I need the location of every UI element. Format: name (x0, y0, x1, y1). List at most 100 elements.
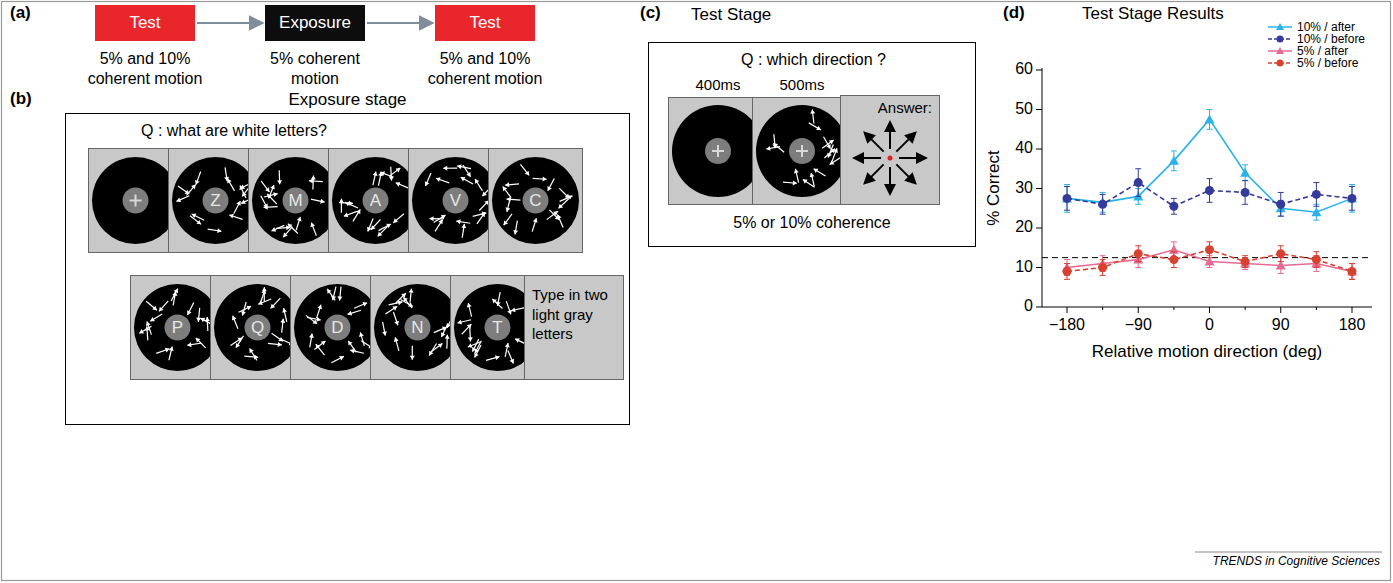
motion-dot-head (525, 171, 529, 176)
motion-dot-head (430, 216, 434, 221)
motion-dot-head (217, 228, 221, 233)
motion-dot-head (475, 179, 479, 184)
motion-dot-head (457, 164, 461, 169)
motion-dot-head (505, 182, 509, 187)
y-tick-label: 30 (1015, 179, 1033, 197)
series-line (1067, 119, 1352, 212)
motion-dot-head (265, 187, 269, 192)
motion-dot-head (814, 169, 819, 173)
aperture (214, 284, 301, 371)
motion-dot-head (826, 144, 830, 149)
data-marker (1063, 194, 1072, 203)
motion-dot-head (241, 311, 246, 316)
stage-step: Test5% and 10% coherent motion (415, 5, 555, 89)
motion-dot-head (403, 297, 407, 302)
motion-dot-arrow (316, 344, 325, 355)
y-tick (1036, 149, 1042, 150)
motion-dot-head (229, 214, 234, 219)
motion-dot-head (192, 214, 197, 218)
answer-arrow (871, 139, 884, 152)
motion-dot-head (503, 187, 507, 192)
aperture (412, 157, 499, 244)
answer-arrow-head (884, 184, 896, 196)
answer-arrow (889, 167, 891, 185)
motion-dot-head (425, 181, 430, 186)
motion-dot-arrow (385, 306, 397, 314)
motion-dot-head (348, 341, 352, 346)
motion-dot-arrow (558, 215, 564, 228)
data-marker (1311, 207, 1321, 216)
data-marker (1241, 188, 1250, 197)
motion-dot-head (150, 317, 155, 321)
aperture (672, 105, 764, 197)
motion-dot-head (282, 308, 287, 312)
motion-dot-arrow (814, 169, 826, 176)
motion-dot-head (145, 326, 150, 330)
motion-dot-head (254, 355, 258, 360)
motion-dot-arrow (233, 316, 238, 329)
frame-panel (841, 96, 940, 205)
motion-dot-head (409, 289, 414, 293)
motion-dot-head (396, 168, 401, 172)
data-marker (1134, 178, 1143, 187)
legend-sample (1266, 57, 1294, 69)
y-tick-label: 20 (1015, 218, 1033, 236)
motion-dot-head (362, 302, 367, 307)
motion-dot-head (394, 321, 399, 326)
answer-arrow (899, 157, 917, 159)
center-disc (165, 315, 191, 341)
motion-dot-head (345, 202, 350, 207)
motion-dot-head (515, 338, 520, 343)
motion-dot-arrow (435, 220, 443, 232)
stimulus-letter: T (492, 319, 502, 336)
legend-sample (1266, 33, 1294, 45)
motion-dot-arrow (773, 143, 784, 152)
motion-dot-arrow (139, 326, 151, 333)
motion-dot-head (378, 232, 383, 237)
motion-dot-head (236, 343, 240, 348)
x-tick-label: 90 (1272, 316, 1290, 334)
motion-dot-head (327, 289, 331, 294)
stimulus-letter: D (331, 319, 343, 336)
center-disc (123, 188, 149, 214)
motion-dot-head (264, 205, 268, 210)
y-tick-label: 40 (1015, 139, 1033, 157)
aperture (374, 284, 461, 371)
stage-step: Test5% and 10% coherent motion (75, 5, 215, 89)
motion-dot-head (466, 172, 470, 177)
motion-dot-head (316, 317, 320, 322)
x-tick (1245, 307, 1246, 310)
stimulus-letter: C (529, 192, 541, 209)
legend-text: 10% / after (1297, 21, 1355, 33)
data-marker (1241, 257, 1250, 266)
response-instruction: Type in two light gray letters (524, 275, 624, 344)
motion-dot-arrow (559, 199, 569, 209)
motion-dot-head (152, 306, 157, 310)
chart-title: Test Stage Results (1082, 4, 1224, 24)
stimulus-frame (752, 97, 852, 205)
data-series (1063, 169, 1357, 216)
stage-step: Exposure5% coherent motion (245, 5, 385, 89)
data-series (1063, 242, 1357, 280)
legend-marker (1277, 60, 1284, 67)
motion-dot-head (261, 289, 266, 294)
motion-dot-head (481, 212, 485, 217)
motion-dot-head (441, 332, 445, 337)
motion-dot-head (359, 332, 364, 337)
data-marker (1205, 114, 1215, 123)
motion-dot-head (513, 230, 518, 234)
motion-dot-arrow (475, 341, 481, 353)
motion-dot-head (766, 146, 770, 151)
motion-dot-arrow (272, 333, 284, 341)
answer-arrow-head (863, 172, 876, 185)
fixation-cross (130, 195, 142, 207)
motion-dot-head (270, 185, 275, 190)
y-tick-label: 0 (1024, 297, 1033, 315)
data-marker (1169, 255, 1178, 264)
answer-arrow-head (863, 131, 876, 144)
motion-dot-head (187, 310, 191, 315)
stimulus-letter: N (411, 319, 423, 336)
stage-name: Test (469, 13, 500, 33)
motion-dot-arrow (196, 171, 201, 184)
motion-dot-arrow (146, 301, 157, 310)
